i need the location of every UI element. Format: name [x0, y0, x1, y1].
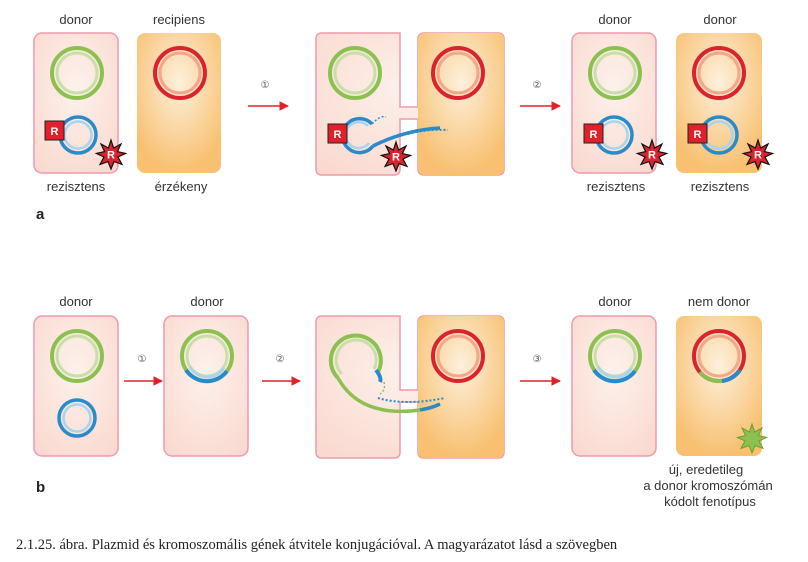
label-donor-b2: donor	[190, 294, 224, 309]
donor-chromosome-a2	[328, 46, 382, 100]
svg-text:R: R	[590, 129, 598, 141]
conjugation-diagram: donor recipiens R R rezisztens érzékeny …	[33, 12, 775, 509]
r-gene-marker-a2: R	[327, 123, 348, 144]
step-number-b1: ①	[138, 354, 147, 365]
svg-text:R: R	[392, 152, 400, 164]
donor-chromosome-b1	[50, 329, 104, 383]
resistance-star-icon-a3: R	[635, 138, 669, 171]
label-donor-a2: donor	[598, 12, 632, 27]
label-resistant-a1: rezisztens	[47, 179, 106, 194]
recipient-chromosome-b3	[431, 329, 485, 383]
phenotype-note-line-2: a donor kromoszómán	[643, 478, 772, 493]
panel-letter-a: a	[36, 206, 45, 223]
donor-chromosome	[50, 46, 104, 100]
step-number-a1: ①	[261, 80, 270, 91]
step-number-a2: ②	[533, 80, 542, 91]
resistance-star-icon: R	[94, 138, 128, 171]
label-donor-b3: donor	[598, 294, 632, 309]
panel-a: donor recipiens R R rezisztens érzékeny …	[33, 12, 775, 223]
hfr-chromosome-b2	[180, 329, 234, 384]
f-plasmid-b1	[57, 398, 97, 438]
donor-chromosome-a3	[588, 46, 642, 100]
svg-text:R: R	[107, 150, 115, 162]
label-resistant-a2: rezisztens	[587, 179, 646, 194]
figure-caption: 2.1.25. ábra. Plazmid és kromoszomális g…	[16, 537, 618, 553]
r-gene-marker-a3: R	[583, 123, 604, 144]
non-donor-cell	[676, 316, 762, 456]
label-donor-b1: donor	[59, 294, 93, 309]
label-non-donor: nem donor	[688, 294, 751, 309]
recipient-chromosome-a2	[431, 46, 485, 100]
hfr-chromosome-b4	[588, 329, 642, 384]
label-donor-a1: donor	[59, 12, 93, 27]
resistance-star-icon-a4: R	[741, 138, 775, 171]
label-sensitive-a: érzékeny	[155, 179, 208, 194]
svg-text:R: R	[754, 150, 762, 162]
recipient-chromosome-a3	[692, 46, 746, 100]
step-number-b2: ②	[276, 354, 285, 365]
panel-letter-b: b	[36, 479, 45, 496]
phenotype-note-line-3: kódolt fenotípus	[664, 494, 756, 509]
svg-text:R: R	[694, 129, 702, 141]
recombinant-chromosome	[692, 329, 746, 384]
svg-text:R: R	[648, 150, 656, 162]
transferring-chromosome-b	[328, 333, 446, 414]
step-number-b3: ③	[533, 354, 542, 365]
panel-b: donor ① donor ②	[33, 294, 773, 509]
r-gene-marker-a4: R	[687, 123, 708, 144]
label-recipient-a: recipiens	[153, 12, 206, 27]
phenotype-note-line-1: új, eredetileg	[669, 462, 743, 477]
svg-text:R: R	[334, 129, 342, 141]
new-phenotype-star-icon	[735, 422, 769, 455]
label-donor-a3: donor	[703, 12, 737, 27]
r-gene-marker: R	[44, 120, 65, 141]
resistance-star-icon-a2: R	[379, 140, 413, 173]
svg-text:R: R	[51, 126, 59, 138]
label-resistant-a3: rezisztens	[691, 179, 750, 194]
recipient-chromosome	[153, 46, 207, 100]
